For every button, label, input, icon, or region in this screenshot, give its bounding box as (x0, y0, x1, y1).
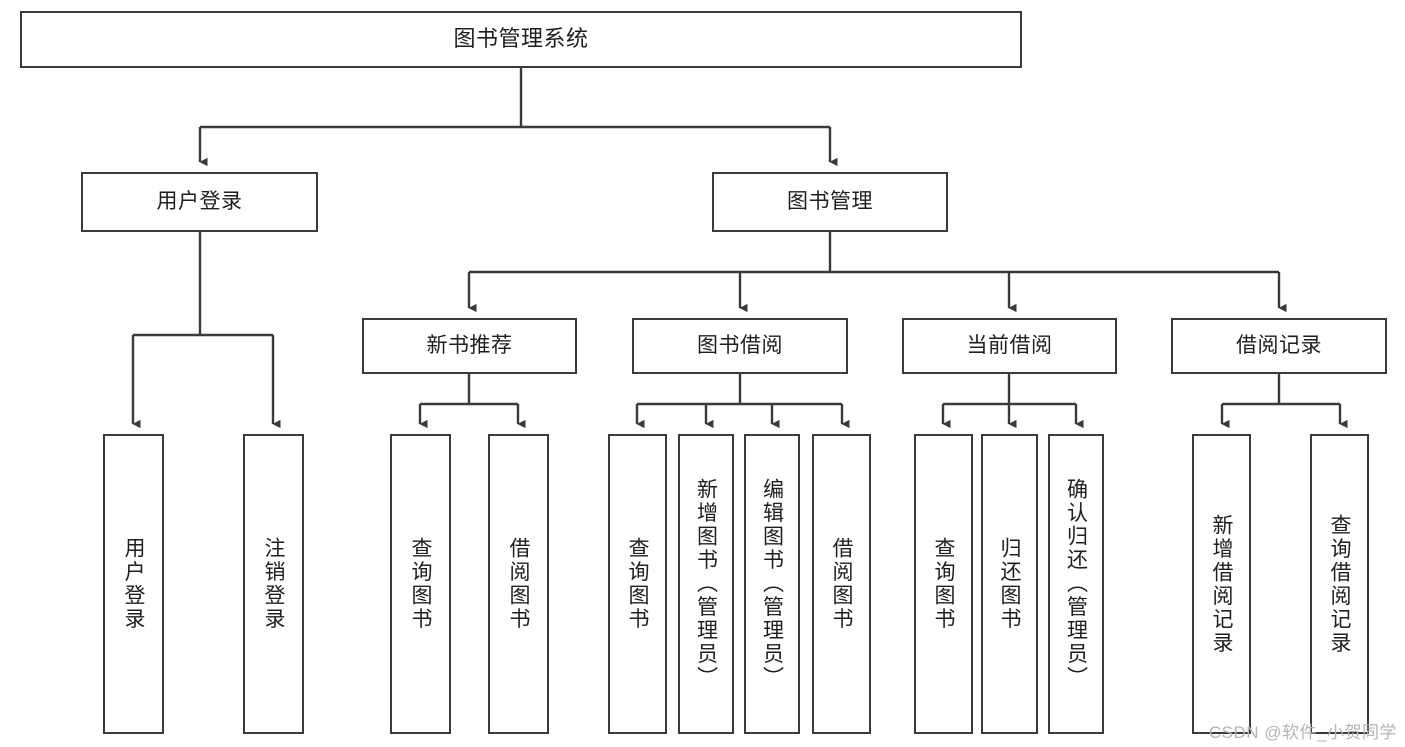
node-label: 图书借阅 (697, 334, 783, 358)
csdn-watermark: CSDN @软件_小贺同学 (1208, 723, 1397, 742)
node-label: 注销登录 (262, 537, 285, 631)
node-borrow-record[interactable]: 借阅记录 (1171, 318, 1387, 374)
node-label: 借阅图书 (830, 537, 853, 631)
node-label: 图书管理 (787, 190, 873, 214)
node-label: 查询图书 (409, 537, 432, 631)
node-leaf-add-borrow-record[interactable]: 新增借阅记录 (1192, 434, 1251, 734)
node-root-book-management-system[interactable]: 图书管理系统 (20, 11, 1022, 68)
node-label: 图书管理系统 (453, 26, 589, 52)
node-leaf-query-book-current[interactable]: 查询图书 (914, 434, 973, 734)
node-book-management[interactable]: 图书管理 (712, 172, 948, 232)
node-book-borrow[interactable]: 图书借阅 (632, 318, 848, 374)
node-leaf-edit-book-admin[interactable]: 编辑图书（管理员） (744, 434, 800, 734)
node-current-borrow[interactable]: 当前借阅 (902, 318, 1117, 374)
node-leaf-borrow-book-recommend[interactable]: 借阅图书 (488, 434, 549, 734)
node-new-book-recommendation[interactable]: 新书推荐 (362, 318, 577, 374)
node-leaf-user-login[interactable]: 用户登录 (103, 434, 164, 734)
node-leaf-add-book-admin[interactable]: 新增图书（管理员） (678, 434, 734, 734)
node-label: 用户登录 (122, 537, 145, 631)
node-leaf-query-book-borrow[interactable]: 查询图书 (608, 434, 667, 734)
node-label: 新增借阅记录 (1210, 513, 1233, 655)
node-label: 新书推荐 (426, 334, 513, 358)
node-label: 借阅图书 (507, 537, 530, 631)
node-label: 查询图书 (932, 537, 955, 631)
node-label: 查询借阅记录 (1328, 513, 1351, 655)
node-label: 用户登录 (156, 190, 243, 214)
node-leaf-return-book[interactable]: 归还图书 (981, 434, 1038, 734)
node-leaf-query-book-recommend[interactable]: 查询图书 (390, 434, 451, 734)
node-leaf-query-borrow-record[interactable]: 查询借阅记录 (1310, 434, 1369, 734)
node-leaf-confirm-return-admin[interactable]: 确认归还（管理员） (1048, 434, 1104, 734)
node-label: 当前借阅 (966, 334, 1053, 358)
node-label: 借阅记录 (1236, 334, 1322, 358)
node-leaf-logout[interactable]: 注销登录 (243, 434, 304, 734)
node-label: 新增图书（管理员） (694, 478, 718, 690)
node-leaf-borrow-book[interactable]: 借阅图书 (812, 434, 871, 734)
node-label: 编辑图书（管理员） (760, 478, 784, 690)
node-label: 查询图书 (626, 537, 649, 631)
node-user-login[interactable]: 用户登录 (81, 172, 318, 232)
node-label: 归还图书 (998, 537, 1021, 631)
node-label: 确认归还（管理员） (1064, 478, 1088, 690)
